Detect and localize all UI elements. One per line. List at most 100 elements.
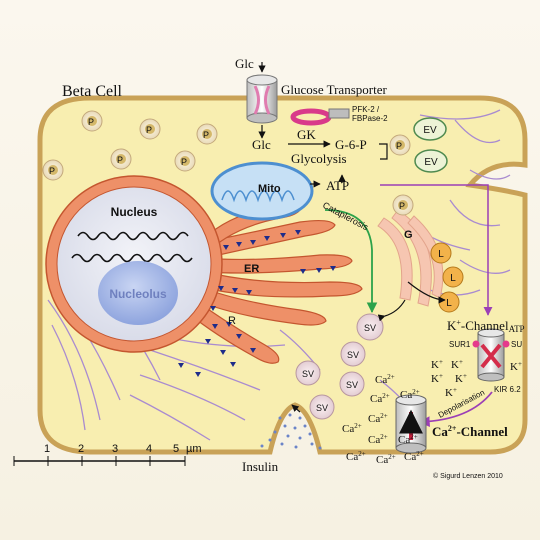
atp-arrow	[380, 184, 493, 316]
scale-tick-5: 5	[173, 443, 179, 455]
svg-text:Ca2+: Ca2+	[375, 373, 395, 386]
nucleus-label: Nucleus	[111, 205, 158, 219]
scale-tick-2: 2	[78, 443, 84, 455]
pathway-arrows	[258, 62, 446, 413]
svg-text:K+: K+	[431, 372, 443, 385]
g6p-label: G-6-P	[335, 137, 367, 152]
copyright: © Sigurd Lenzen 2010	[433, 472, 503, 480]
svg-text:Ca2+: Ca2+	[370, 392, 390, 405]
mito-label: Mito	[258, 183, 281, 195]
nucleolus-label: Nucleolus	[109, 287, 167, 301]
p-granule: P	[174, 150, 196, 172]
katp-channel-label: K+-ChannelATP	[447, 318, 525, 334]
ca-ions: Ca2+ Ca2+ Ca2+ Ca2+ Ca2+ Ca2+ Ca2+ Ca2+ …	[342, 373, 424, 466]
k-ions: K+ K+ K+ K+ K+ K+	[431, 358, 522, 399]
ca-channel	[395, 394, 427, 454]
gk-label: GK	[297, 127, 316, 142]
pfk2-block	[328, 108, 350, 119]
svg-text:K+: K+	[455, 372, 467, 385]
svg-text:P: P	[88, 117, 94, 127]
l-granule: L	[430, 242, 452, 264]
glucose-transporter-label: Glucose Transporter	[281, 82, 387, 97]
cell-title: Beta Cell	[62, 83, 123, 100]
p-granule: P	[196, 123, 218, 145]
svg-text:EV: EV	[423, 125, 437, 136]
svg-text:Ca2+: Ca2+	[400, 388, 420, 401]
svg-text:Ca2+: Ca2+	[342, 422, 362, 435]
svg-text:L: L	[446, 298, 452, 309]
glc-intracellular: Glc	[252, 137, 271, 152]
svg-text:SV: SV	[347, 350, 359, 360]
ca-channel-label: Ca2+-Channel	[432, 424, 508, 439]
svg-text:Ca2+: Ca2+	[398, 433, 418, 446]
svg-text:L: L	[450, 273, 456, 284]
svg-text:SV: SV	[364, 323, 376, 333]
svg-text:P: P	[399, 201, 405, 211]
depolarisation-arrow	[418, 391, 493, 428]
sv-vesicle: SV	[295, 360, 321, 386]
svg-text:SV: SV	[316, 403, 328, 413]
scale-unit: µm	[186, 443, 202, 455]
dna-strand	[77, 231, 189, 241]
sv-vesicle: SV	[309, 394, 335, 420]
glycolysis-label: Glycolysis	[291, 151, 347, 166]
p-granules: P P P P P P P P	[42, 110, 414, 216]
svg-text:P: P	[117, 155, 123, 165]
svg-text:P: P	[181, 157, 187, 167]
svg-text:K+: K+	[431, 358, 443, 371]
sv-vesicle: SV	[339, 371, 365, 397]
p-granule: P	[81, 110, 103, 132]
pfk2-label: PFK-2 /	[352, 105, 380, 114]
p-granule: P	[110, 148, 132, 170]
svg-text:Ca2+: Ca2+	[368, 412, 388, 425]
svg-text:SV: SV	[346, 380, 358, 390]
mitochondrion	[210, 161, 314, 221]
su-label: SU	[511, 340, 522, 349]
p-granule: P	[392, 194, 414, 216]
fbpase2-label: FBPase-2	[352, 114, 388, 123]
ribosomes	[178, 230, 336, 377]
p-granule: P	[139, 118, 161, 140]
svg-text:K+: K+	[510, 360, 522, 373]
ev-vesicle: EV	[413, 117, 447, 141]
scale-tick-1: 1	[44, 443, 50, 455]
svg-text:EV: EV	[424, 157, 438, 168]
insulin-granules	[260, 413, 322, 450]
nucleolus	[98, 261, 178, 325]
scale-tick-3: 3	[112, 443, 118, 455]
svg-text:K+: K+	[451, 358, 463, 371]
kir-label: KIR 6.2	[494, 385, 521, 394]
svg-text:P: P	[203, 130, 209, 140]
l-granule: L	[438, 291, 460, 313]
svg-text:Ca2+: Ca2+	[404, 450, 424, 463]
svg-text:SV: SV	[302, 369, 314, 379]
ev-vesicle: EV	[414, 149, 448, 173]
glucose-transporter	[246, 74, 278, 124]
sur1-label: SUR1	[449, 340, 471, 349]
svg-text:K+: K+	[445, 386, 457, 399]
sv-vesicle: SV	[356, 313, 384, 341]
svg-text:P: P	[49, 166, 55, 176]
golgi-label: G	[404, 229, 413, 241]
katp-channel	[472, 328, 510, 382]
atp-label: ATP	[326, 178, 349, 193]
scale-tick-4: 4	[146, 443, 152, 455]
l-granule: L	[442, 266, 464, 288]
insulin-label: Insulin	[242, 459, 279, 474]
svg-text:P: P	[146, 125, 152, 135]
scale-bar: 1 2 3 4 5 µm	[13, 443, 202, 466]
svg-text:Ca2+: Ca2+	[376, 453, 396, 466]
p-granule: P	[42, 159, 64, 181]
p-granule: P	[389, 134, 411, 156]
svg-text:L: L	[438, 249, 444, 260]
glc-extracellular: Glc	[235, 56, 254, 71]
dna-strand	[71, 253, 193, 263]
sv-vesicle: SV	[340, 341, 366, 367]
ribosome-label: R	[228, 315, 236, 327]
er-label: ER	[244, 263, 259, 275]
mitochondrion-cristae	[221, 190, 295, 203]
svg-text:Ca2+: Ca2+	[346, 450, 366, 463]
svg-text:Ca2+: Ca2+	[368, 433, 388, 446]
